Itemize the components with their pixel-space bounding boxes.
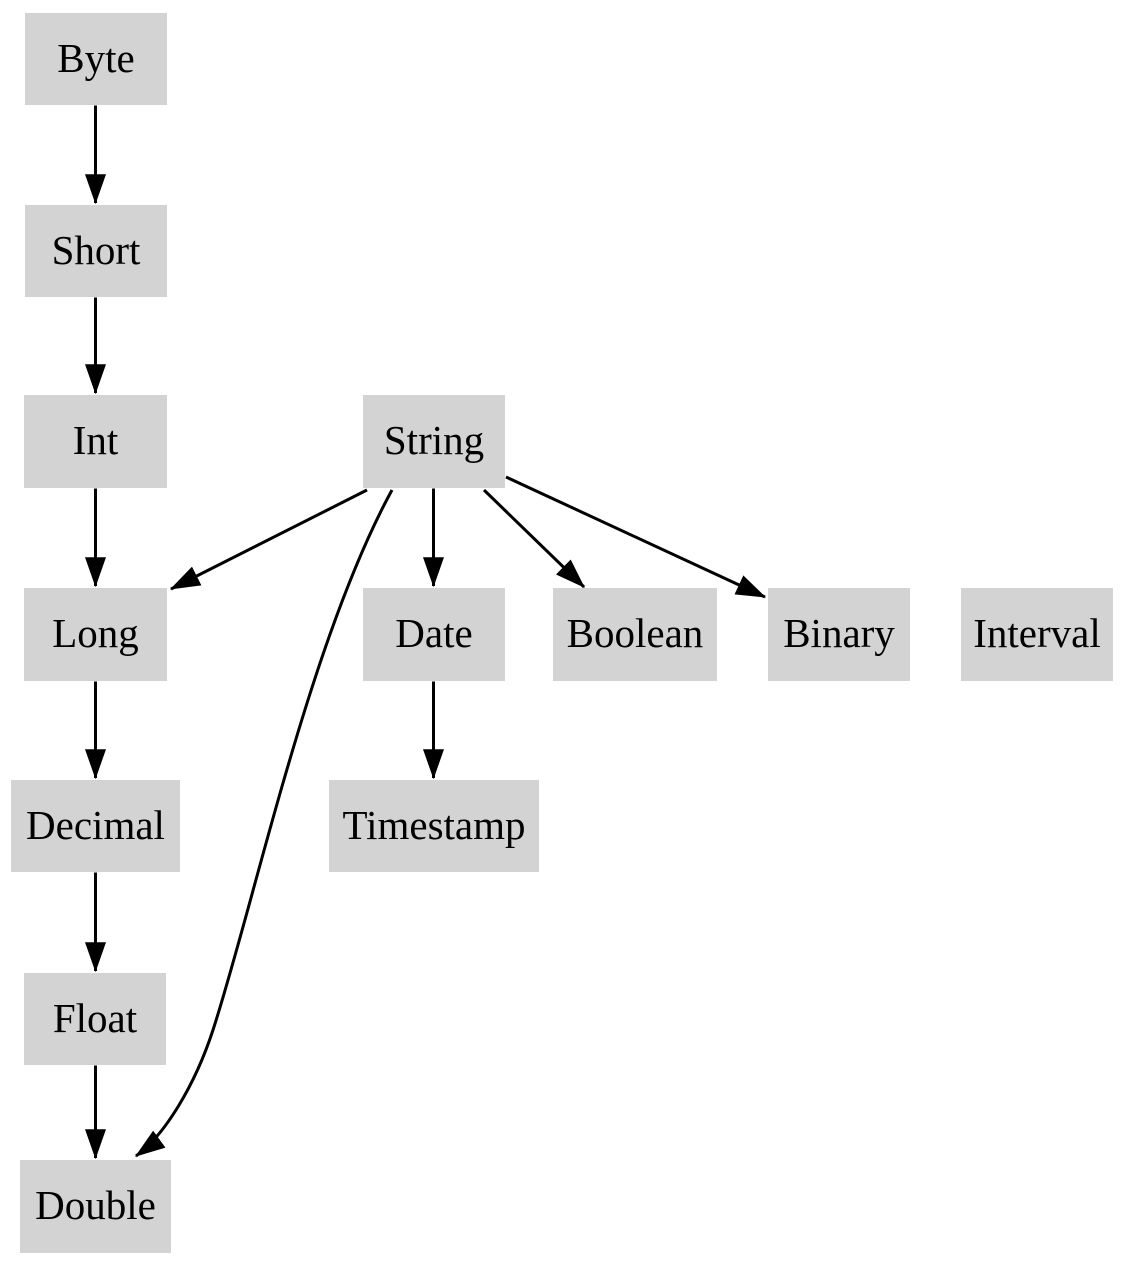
- edge-string-double: [135, 489, 394, 1158]
- node-label-timestamp: Timestamp: [342, 801, 526, 848]
- node-string: String: [363, 395, 505, 488]
- node-float: Float: [24, 973, 166, 1065]
- node-short: Short: [25, 205, 167, 297]
- node-date: Date: [363, 588, 505, 681]
- node-label-int: Int: [72, 417, 119, 463]
- node-label-short: Short: [51, 226, 141, 273]
- node-timestamp: Timestamp: [329, 780, 539, 872]
- node-label-decimal: Decimal: [26, 801, 165, 848]
- node-label-boolean: Boolean: [566, 610, 704, 656]
- node-binary: Binary: [768, 588, 910, 681]
- node-label-interval: Interval: [973, 610, 1101, 656]
- node-label-byte: Byte: [57, 34, 135, 81]
- node-long: Long: [24, 588, 167, 681]
- edge-string-long: [169, 488, 368, 591]
- node-label-string: String: [383, 417, 485, 463]
- node-byte: Byte: [25, 13, 167, 105]
- node-label-binary: Binary: [783, 610, 895, 656]
- node-interval: Interval: [961, 588, 1113, 681]
- edge-string-boolean: [482, 488, 586, 589]
- node-label-float: Float: [52, 994, 138, 1041]
- node-boolean: Boolean: [553, 588, 717, 681]
- node-label-double: Double: [35, 1182, 156, 1228]
- node-label-date: Date: [395, 610, 473, 656]
- node-decimal: Decimal: [11, 780, 180, 872]
- node-label-long: Long: [52, 610, 139, 656]
- node-int: Int: [24, 395, 167, 488]
- node-double: Double: [20, 1160, 171, 1253]
- edge-string-binary: [505, 475, 767, 599]
